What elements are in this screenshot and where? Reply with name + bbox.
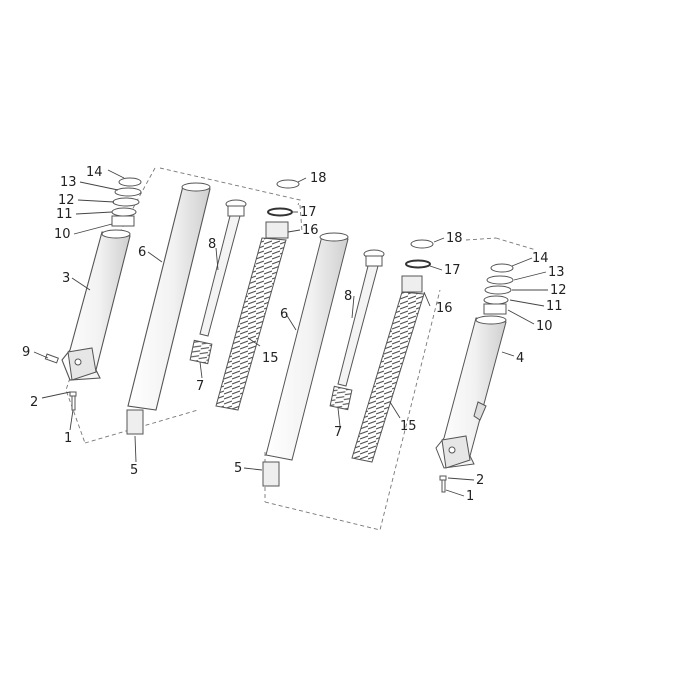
callout-13-right: 13 — [548, 265, 565, 280]
callout-8-middle: 8 — [344, 289, 352, 304]
left-small-spring — [189, 339, 213, 365]
middle-oring-17 — [405, 259, 431, 269]
callout-14-right: 14 — [532, 251, 549, 266]
left-slider — [61, 229, 131, 381]
callout-16-middle: 16 — [436, 301, 453, 316]
middle-spacer-16 — [401, 275, 423, 293]
callout-17-middle: 17 — [444, 263, 461, 278]
callout-14: 14 — [86, 165, 103, 180]
callout-10: 10 — [54, 227, 71, 242]
callout-11: 11 — [56, 207, 73, 222]
leader-lines — [33, 169, 548, 497]
left-damper-rod — [199, 199, 247, 337]
callout-13: 13 — [60, 175, 77, 190]
callout-17-left: 17 — [300, 205, 317, 220]
left-bottom-bolt — [69, 391, 77, 411]
left-main-spring — [215, 237, 287, 411]
middle-damper-rod — [337, 249, 385, 387]
callout-8-left: 8 — [208, 237, 216, 252]
callout-18-left: 18 — [310, 171, 327, 186]
callout-3: 3 — [62, 271, 70, 286]
callout-5-middle: 5 — [234, 461, 242, 476]
callout-15-left: 15 — [262, 351, 279, 366]
middle-washer-18 — [410, 239, 434, 249]
callout-2-right: 2 — [476, 473, 484, 488]
middle-main-spring — [351, 291, 425, 463]
right-slider — [435, 315, 507, 469]
callout-10-right: 10 — [536, 319, 553, 334]
callout-12: 12 — [58, 193, 75, 208]
right-bottom-bolt — [439, 475, 447, 493]
callout-9: 9 — [22, 345, 30, 360]
left-spacer-16 — [265, 221, 289, 239]
callout-6-left: 6 — [138, 245, 146, 260]
left-washer-18 — [276, 179, 300, 189]
callout-6-middle: 6 — [280, 307, 288, 322]
bolt-9 — [44, 353, 59, 364]
callout-16-left: 16 — [302, 223, 319, 238]
left-oring-17 — [267, 207, 293, 217]
callout-18-middle: 18 — [446, 231, 463, 246]
left-cap-stack — [111, 177, 142, 227]
callout-1-left: 1 — [64, 431, 72, 446]
callout-11-right: 11 — [546, 299, 563, 314]
callout-4: 4 — [516, 351, 524, 366]
right-cap-stack — [483, 263, 514, 315]
middle-fork-tube — [262, 232, 349, 487]
callout-1-right: 1 — [466, 489, 474, 504]
callout-5-left: 5 — [130, 463, 138, 478]
left-fork-tube — [126, 182, 211, 435]
callout-7-middle: 7 — [334, 425, 342, 440]
callout-7-left: 7 — [196, 379, 204, 394]
callout-15-middle: 15 — [400, 419, 417, 434]
callout-12-right: 12 — [550, 283, 567, 298]
callout-2-left: 2 — [30, 395, 38, 410]
right-dashed-frame — [465, 237, 537, 251]
callout-labels: 14 13 12 11 10 3 9 2 1 6 5 8 7 15 16 17 … — [22, 165, 567, 504]
middle-small-spring — [329, 385, 353, 411]
